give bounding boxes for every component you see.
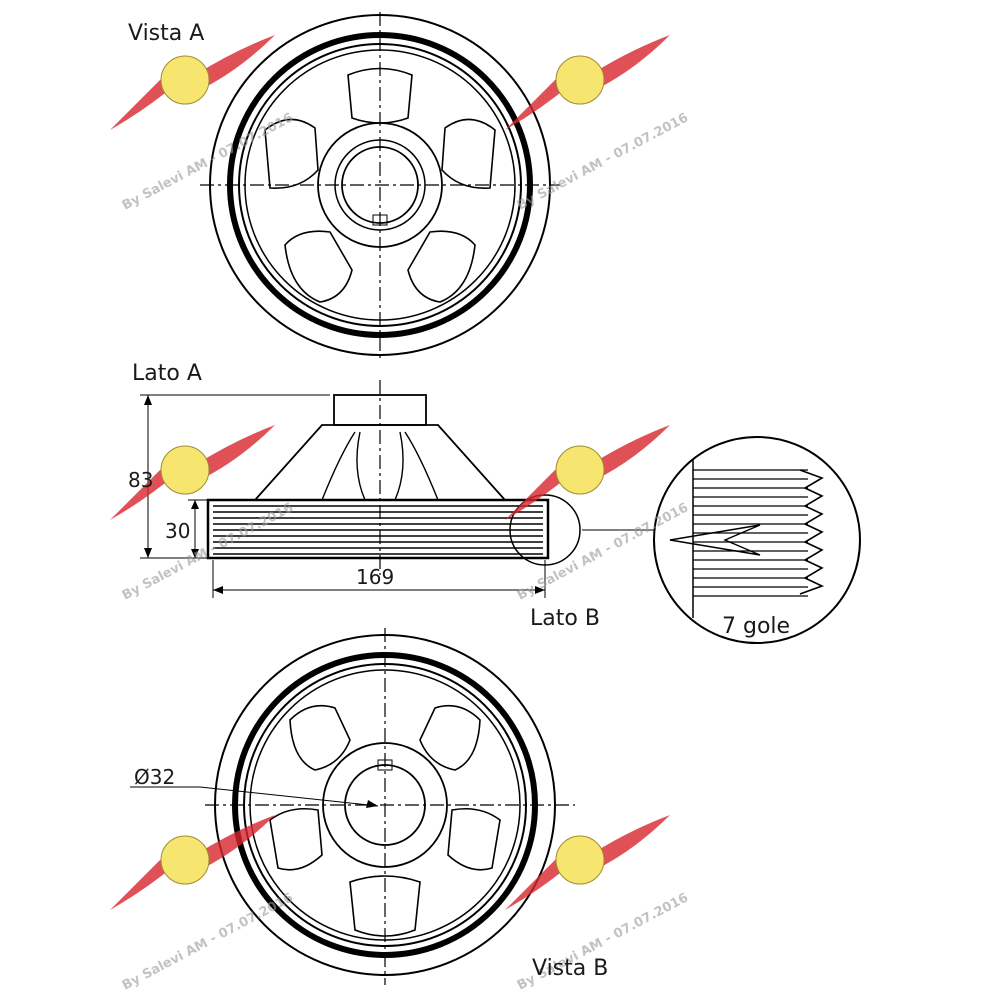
watermark-layer: By Salevi AM - 07.07.2016 By Salevi AM - … xyxy=(110,35,691,994)
side-b-label: Lato B xyxy=(530,606,600,631)
view-a-label: Vista A xyxy=(128,21,204,46)
watermark-logo: By Salevi AM - 07.07.2016 xyxy=(110,815,296,994)
diameter-dimension: 169 xyxy=(356,565,394,589)
height-dimension: 83 xyxy=(128,468,153,492)
view-b-label: Vista B xyxy=(532,956,608,981)
bore-dimension: Ø32 xyxy=(134,765,175,789)
watermark-text: By Salevi AM - 07.07.2016 xyxy=(515,110,691,213)
watermark-text: By Salevi AM - 07.07.2016 xyxy=(515,500,691,603)
watermark-logo: By Salevi AM - 07.07.2016 xyxy=(110,425,296,604)
pulley-front-view-a xyxy=(200,12,560,360)
watermark-text: By Salevi AM - 07.07.2016 xyxy=(120,890,296,993)
side-a-label: Lato A xyxy=(132,361,202,386)
pulley-front-view-b xyxy=(130,628,575,985)
grooves-label: 7 gole xyxy=(722,614,790,639)
dimension-lines xyxy=(140,394,546,598)
watermark-logo: By Salevi AM - 07.07.2016 xyxy=(110,35,296,214)
watermark-logo: By Salevi AM - 07.07.2016 xyxy=(505,425,691,604)
watermark-text: By Salevi AM - 07.07.2016 xyxy=(120,110,296,213)
belt-width-dimension: 30 xyxy=(165,519,190,543)
groove-detail-view xyxy=(653,436,861,644)
